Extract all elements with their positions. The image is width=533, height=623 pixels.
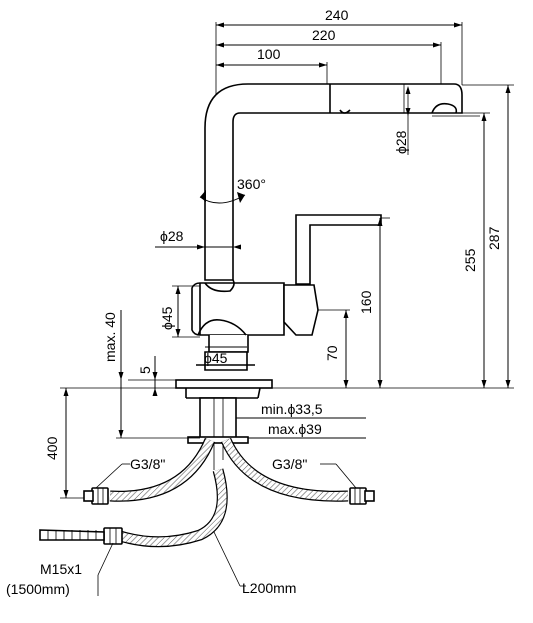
dim-100-label: 100 [257,46,281,62]
shower-length-label: (1500mm) [6,581,70,597]
height-dimensions [96,84,514,389]
top-dimensions [215,22,463,110]
rotation-label: 360° [237,176,266,192]
depth-400-label: 400 [44,436,60,460]
height-70-label: 70 [324,345,340,361]
hoses [39,437,375,548]
body-diameter-28-label: ϕ28 [160,228,184,244]
body-diameter-28-dim [155,244,241,250]
body-diameter-45-dim [172,285,200,338]
hole-max-label: max.ϕ39 [268,421,322,437]
right-thread-label: G3/8" [272,456,307,472]
faucet-body [175,83,463,470]
height-160-label: 160 [358,290,374,314]
body-diameter-45-label: ϕ45 [159,306,175,330]
spout-diameter-dim [405,86,480,155]
height-287-label: 287 [486,226,502,250]
rotation-arrow [199,190,246,204]
base-diameter-label: ϕ45 [204,350,228,366]
dim-220-label: 220 [312,27,336,43]
dim-240-label: 240 [325,7,349,23]
mounting-dimensions [60,310,200,499]
spout-diameter-label: ϕ28 [393,130,409,154]
hole-dimensions [236,417,366,439]
max-thickness-label: max. 40 [102,312,118,362]
hose-length-label: L200mm [242,580,296,596]
connection-leaders [95,463,357,596]
base-5-label: 5 [137,366,153,374]
hole-min-label: min.ϕ33,5 [261,401,323,417]
shower-thread-label: M15x1 [40,561,82,577]
height-255-label: 255 [462,248,478,272]
left-thread-label: G3/8" [130,456,165,472]
